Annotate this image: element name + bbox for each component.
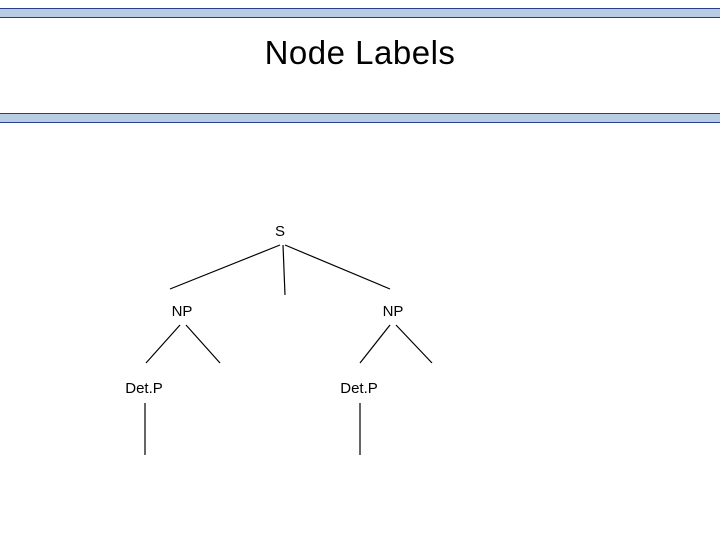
tree-node-detp-1: Det.P <box>125 380 163 397</box>
edge-np2-left <box>359 324 391 364</box>
edge-s-middle <box>282 244 286 296</box>
edge-np1-right <box>185 324 221 364</box>
tree-node-np-2: NP <box>382 303 404 320</box>
edge-s-np1 <box>169 244 281 290</box>
bottom-decorative-bar <box>0 113 720 123</box>
edge-np2-right <box>395 324 433 364</box>
syntax-tree-diagram: S NP NP Det.P Det.P <box>0 123 720 540</box>
tree-node-s: S <box>274 223 286 240</box>
tree-node-detp-2: Det.P <box>340 380 378 397</box>
edge-s-np2 <box>284 244 391 290</box>
tree-edges <box>144 244 433 455</box>
tree-node-np-1: NP <box>171 303 193 320</box>
top-decorative-bar <box>0 8 720 18</box>
page-title: Node Labels <box>264 34 456 71</box>
edge-np1-left <box>145 324 181 364</box>
